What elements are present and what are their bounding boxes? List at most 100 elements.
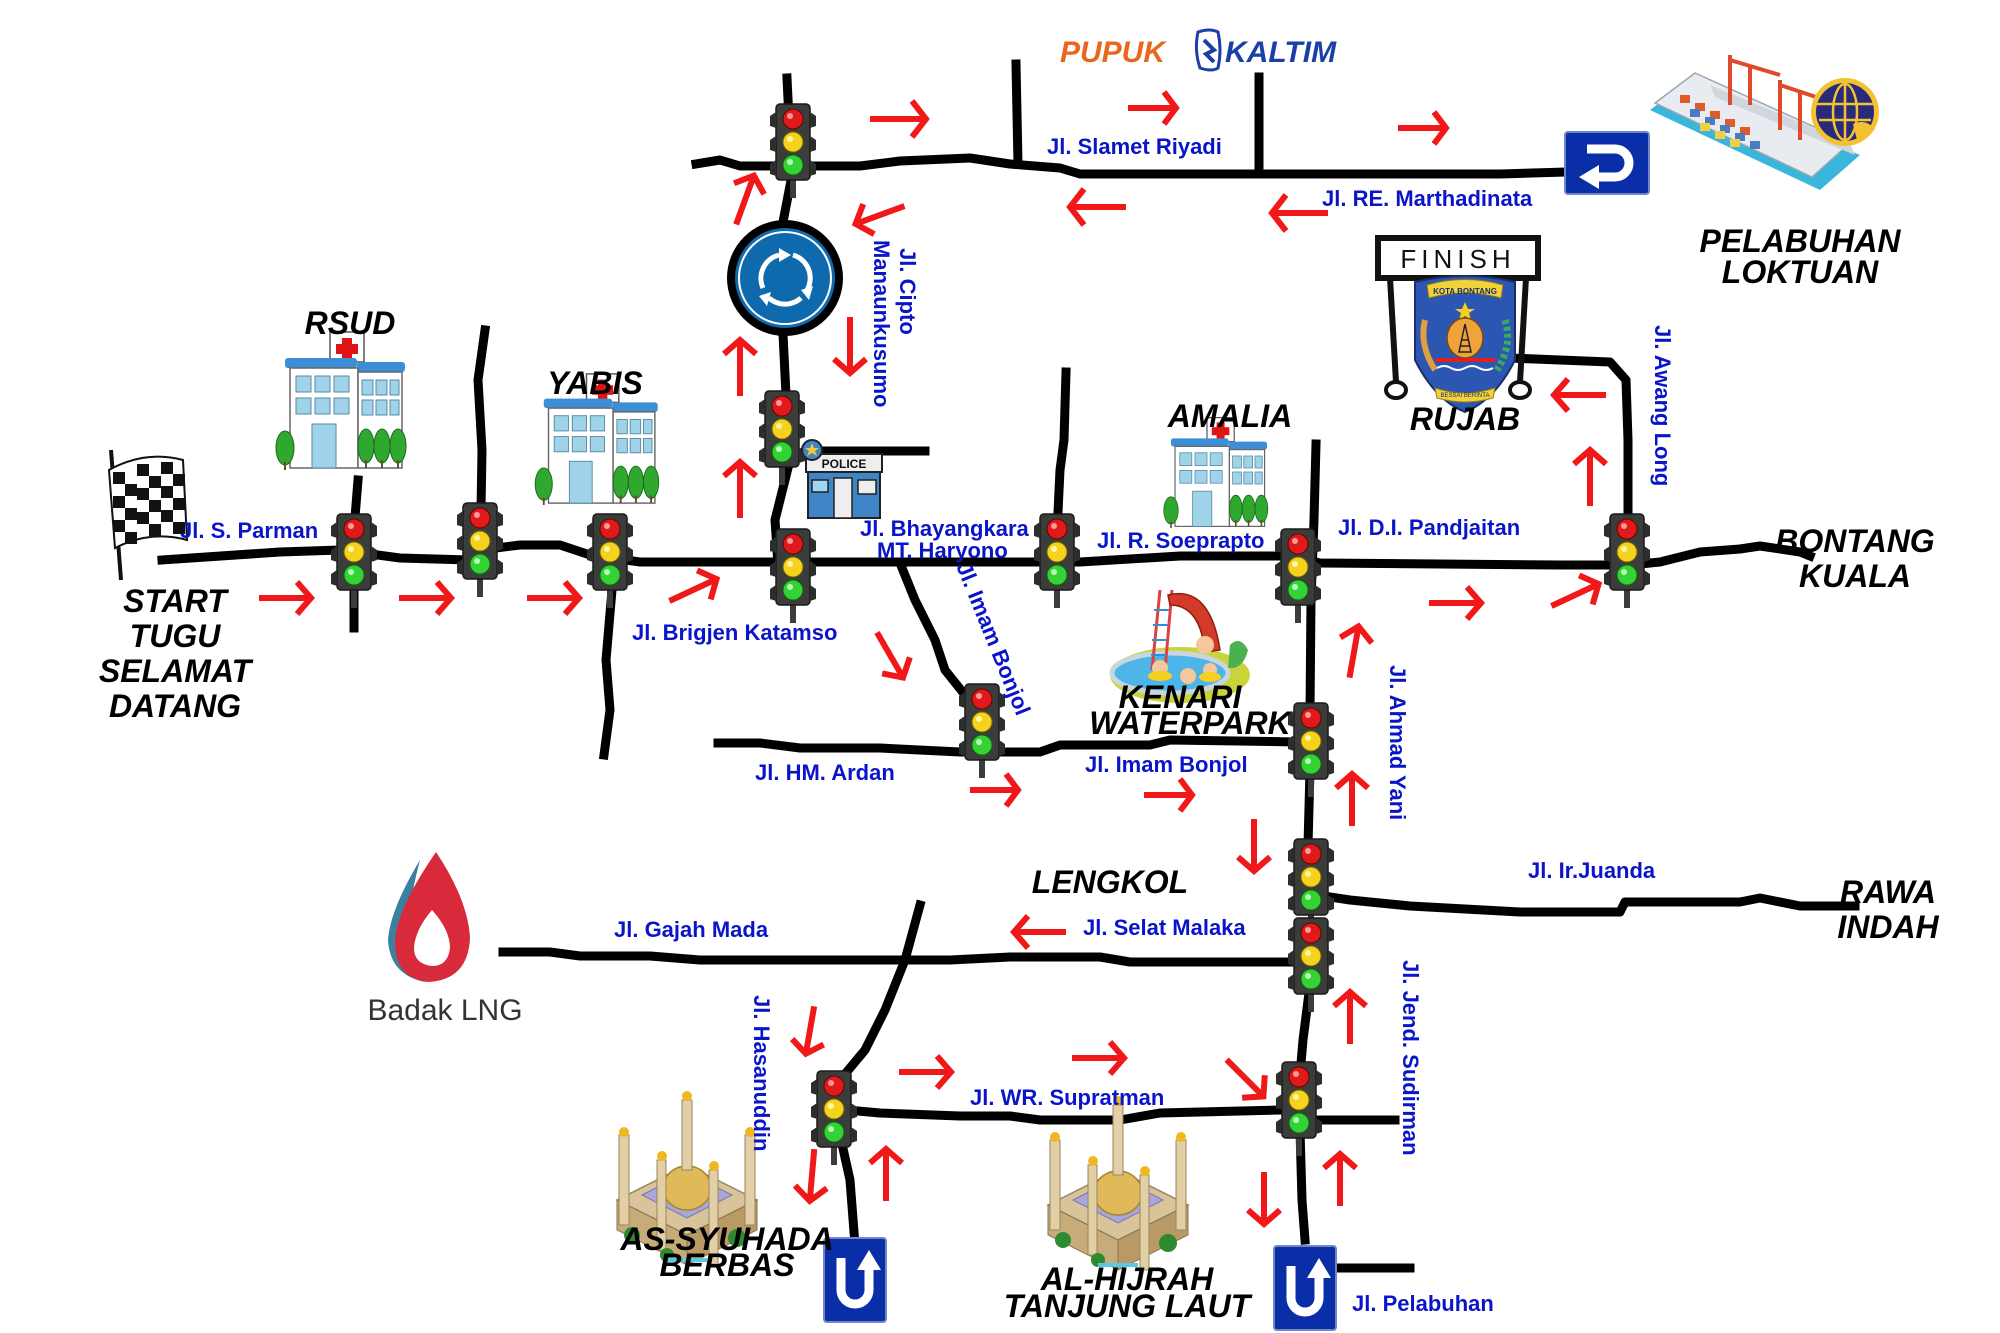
bontang-kuala-label-1: BONTANG bbox=[1775, 523, 1934, 559]
traffic-light-icon bbox=[758, 390, 806, 486]
street-label-cipto-1: Jl. Cipto bbox=[895, 248, 920, 335]
bontang-kuala-label-2: KUALA bbox=[1799, 558, 1911, 594]
route-arrow-icon bbox=[970, 772, 1022, 808]
traffic-light-icon bbox=[586, 513, 634, 609]
traffic-light-icon bbox=[769, 103, 817, 199]
road-pupuk-spur-1 bbox=[1011, 59, 1023, 169]
al-hijrah-label-1: AL-HIJRAH bbox=[1040, 1261, 1214, 1297]
ministry-emblem-icon bbox=[1811, 78, 1879, 146]
street-label-gajah-mada: Jl. Gajah Mada bbox=[614, 917, 769, 942]
route-arrow-icon bbox=[1398, 110, 1450, 146]
traffic-light-icon bbox=[1287, 917, 1335, 1013]
waterpark-icon bbox=[1109, 589, 1250, 703]
seal-bottom-label: BESSAI BERINTA bbox=[1441, 393, 1490, 399]
route-arrow-icon bbox=[851, 202, 906, 237]
al-hijrah-label-2: TANJUNG LAUT bbox=[1004, 1288, 1253, 1324]
route-arrow-icon bbox=[1334, 770, 1370, 826]
route-arrow-icon bbox=[1550, 377, 1606, 413]
kenari-label-1: KENARI bbox=[1119, 679, 1243, 715]
route-arrow-icon bbox=[722, 336, 758, 396]
route-arrow-icon bbox=[1236, 819, 1272, 875]
road-hm-ardan bbox=[713, 735, 1305, 757]
route-arrow-icon bbox=[1224, 1057, 1268, 1101]
hospital-icon bbox=[275, 331, 407, 471]
as-syuhada-label-2: BERBAS bbox=[659, 1247, 795, 1283]
street-label-bhayangkara: Jl. Bhayangkara bbox=[860, 516, 1030, 541]
route-arrow-icon bbox=[1429, 585, 1485, 621]
police-station-icon: POLICE bbox=[801, 439, 883, 519]
street-label-slamet-riyadi: Jl. Slamet Riyadi bbox=[1047, 134, 1222, 159]
rujab-label: RUJAB bbox=[1410, 401, 1520, 437]
street-label-jend-sudirman: Jl. Jend. Sudirman bbox=[1398, 960, 1423, 1156]
route-arrow-icon bbox=[399, 580, 455, 616]
route-arrow-icon bbox=[1332, 988, 1368, 1044]
u-turn-sign-icon bbox=[1274, 1246, 1336, 1330]
port-ship-icon bbox=[1650, 55, 1860, 190]
pupuk-kaltim-logo: PUPUK KALTIM bbox=[1060, 28, 1337, 72]
street-label-ahmad-yani: Jl. Ahmad Yani bbox=[1385, 665, 1410, 820]
road-wr-supratman bbox=[853, 1105, 1400, 1125]
street-label-hasanuddin: Jl. Hasanuddin bbox=[749, 995, 774, 1151]
route-arrow-icon bbox=[832, 317, 868, 377]
traffic-light-icon bbox=[810, 1070, 858, 1166]
traffic-light-icon bbox=[330, 513, 378, 609]
rawa-indah-label-2: INDAH bbox=[1837, 909, 1939, 945]
route-arrow-icon bbox=[789, 1005, 826, 1058]
route-arrow-icon bbox=[1144, 777, 1196, 813]
traffic-light-icon bbox=[456, 502, 504, 598]
route-arrow-icon bbox=[899, 1054, 955, 1090]
street-label-ir-juanda: Jl. Ir.Juanda bbox=[1528, 858, 1656, 883]
traffic-light-icon bbox=[1287, 702, 1335, 798]
rawa-indah-label-1: RAWA bbox=[1840, 874, 1936, 910]
badak-lng-label: Badak LNG bbox=[367, 994, 522, 1027]
traffic-light-icon bbox=[1275, 1061, 1323, 1157]
badak-lng-logo: Badak LNG bbox=[367, 852, 523, 1027]
route-arrow-icon bbox=[259, 580, 315, 616]
route-arrow-icon bbox=[732, 171, 767, 226]
lengkol-label: LENGKOL bbox=[1032, 864, 1188, 900]
kenari-label-2: WATERPARK bbox=[1089, 705, 1293, 741]
street-label-re-marthadinata: Jl. RE. Marthadinata bbox=[1322, 186, 1533, 211]
route-arrow-icon bbox=[870, 99, 930, 139]
route-arrow-icon bbox=[527, 580, 583, 616]
start-label-4: DATANG bbox=[109, 688, 241, 724]
route-arrow-icon bbox=[722, 458, 758, 518]
route-arrow-icon bbox=[668, 567, 721, 604]
street-label-r-soeprapto: Jl. R. Soeprapto bbox=[1097, 528, 1264, 553]
road-north-2 bbox=[473, 324, 491, 515]
street-label-cipto-2: Manaunkusumo bbox=[869, 240, 894, 407]
road-ir-juanda bbox=[1324, 891, 1860, 917]
street-label-awang-long: Jl. Awang Long bbox=[1650, 325, 1675, 486]
seal-top-label: KOTA BONTANG bbox=[1433, 287, 1497, 296]
road-gajah-mada bbox=[498, 947, 1295, 967]
rsud-label: RSUD bbox=[305, 305, 396, 341]
street-label-pelabuhan: Jl. Pelabuhan bbox=[1352, 1291, 1494, 1316]
finish-label: FINISH bbox=[1400, 244, 1515, 274]
road-amalia-north bbox=[1053, 367, 1071, 517]
as-syuhada-label-1: AS-SYUHADA bbox=[619, 1221, 833, 1257]
u-turn-sign-icon bbox=[1564, 131, 1650, 195]
road-main-east-west bbox=[157, 540, 1816, 570]
road-slamet-riyadi bbox=[690, 153, 1571, 179]
pupuk-label: PUPUK bbox=[1060, 36, 1167, 69]
place-labels: START TUGU SELAMAT DATANG RSUD YABIS AMA… bbox=[99, 223, 1940, 1324]
amalia-label: AMALIA bbox=[1167, 398, 1292, 434]
street-label-wr-supratman: Jl. WR. Supratman bbox=[970, 1085, 1164, 1110]
route-arrow-icon bbox=[792, 1148, 829, 1205]
checkered-flag-icon bbox=[107, 449, 189, 581]
police-label: POLICE bbox=[822, 457, 867, 471]
start-label-1: START bbox=[123, 583, 229, 619]
route-arrow-icon bbox=[1066, 187, 1126, 227]
route-arrow-icon bbox=[1268, 193, 1328, 233]
route-arrows bbox=[259, 90, 1608, 1228]
finish-gate: FINISH bbox=[1375, 235, 1541, 400]
street-label-s-parman: Jl. S. Parman bbox=[180, 518, 318, 543]
yabis-label: YABIS bbox=[547, 365, 643, 401]
street-label-imam-bonjol: Jl. Imam Bonjol bbox=[1085, 752, 1248, 777]
route-arrow-icon bbox=[1010, 914, 1066, 950]
city-seal-icon: KOTA BONTANG BESSAI BERINTA bbox=[1414, 275, 1516, 414]
route-arrow-icon bbox=[1550, 572, 1603, 609]
traffic-light-icon bbox=[769, 528, 817, 624]
kaltim-label: KALTIM bbox=[1225, 36, 1337, 69]
